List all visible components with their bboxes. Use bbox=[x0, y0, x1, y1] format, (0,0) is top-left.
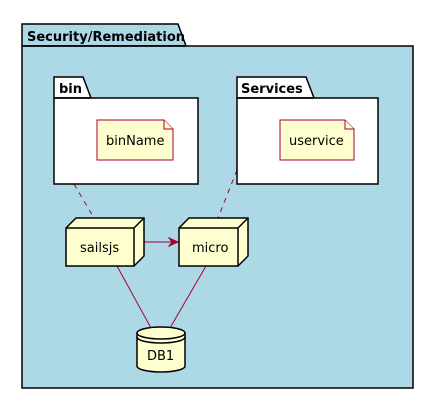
node-sailsjs-box bbox=[65, 217, 145, 267]
node-sailsjs-label: sailsjs bbox=[80, 241, 119, 256]
node-micro: micro bbox=[178, 217, 249, 267]
node-micro-box bbox=[178, 217, 249, 267]
node-micro-label: micro bbox=[192, 241, 228, 256]
edge-bin-sailsjs bbox=[73, 183, 95, 219]
note-binname: binName bbox=[96, 119, 174, 161]
note-binname-label: binName bbox=[106, 134, 164, 149]
note-uservice-label: uservice bbox=[289, 134, 344, 149]
edge-micro-db1 bbox=[169, 265, 207, 329]
package-services-label: Services bbox=[241, 82, 303, 97]
package-security-remediation-label: Security/Remediation bbox=[27, 30, 185, 45]
connectors bbox=[73, 169, 238, 329]
database-db1-label: DB1 bbox=[147, 349, 174, 364]
note-uservice: uservice bbox=[279, 119, 355, 161]
package-bin-label: bin bbox=[59, 82, 82, 97]
edge-sailsjs-micro-arrowhead bbox=[167, 236, 180, 248]
edge-services-micro bbox=[217, 169, 238, 219]
node-sailsjs: sailsjs bbox=[65, 217, 145, 267]
edge-sailsjs-db1 bbox=[116, 265, 152, 329]
database-db1: DB1 bbox=[136, 326, 186, 373]
